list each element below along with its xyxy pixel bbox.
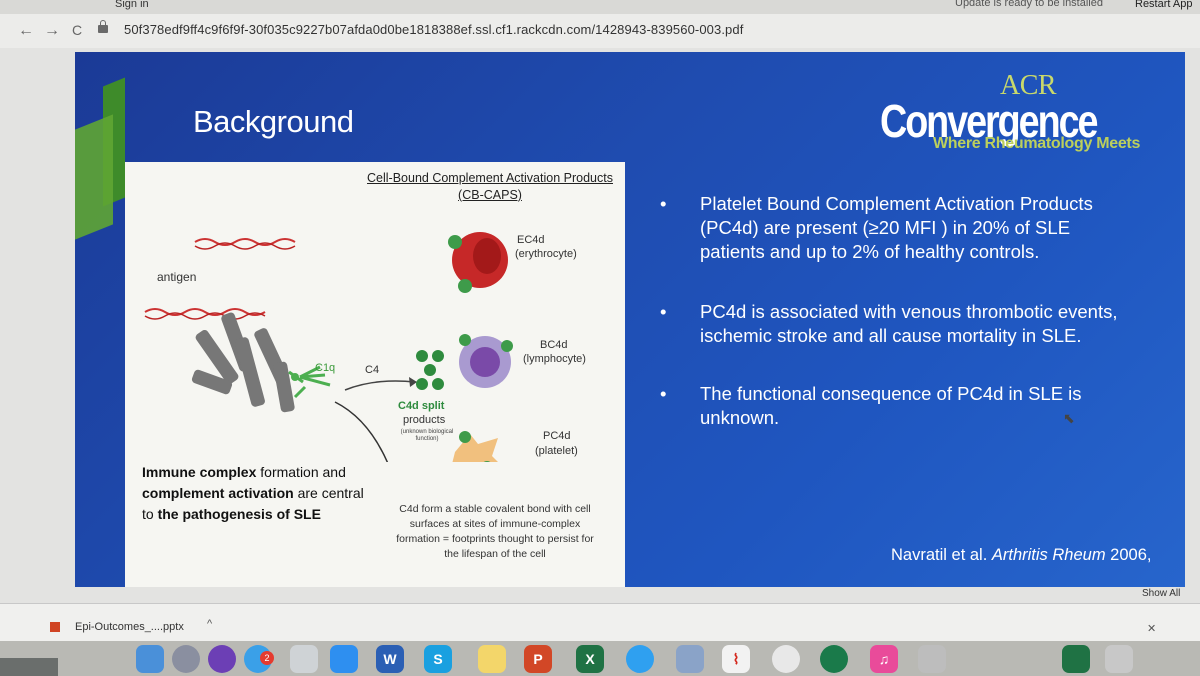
restart-app-button[interactable]: Restart App bbox=[1135, 0, 1193, 10]
bullet-text: The functional consequence of PC4d in SL… bbox=[700, 383, 1082, 428]
arrow-icon bbox=[334, 401, 389, 462]
download-options-chevron-icon[interactable]: ^ bbox=[207, 618, 213, 630]
preview-icon[interactable] bbox=[676, 645, 704, 673]
tab-strip: Sign in Update is ready to be installed … bbox=[0, 0, 1200, 14]
c4d-caption: C4d form a stable covalent bond with cel… bbox=[396, 503, 594, 560]
c4-label: C4 bbox=[365, 364, 380, 376]
finder-icon[interactable] bbox=[136, 645, 164, 673]
pc4d-sublabel: (platelet) bbox=[535, 445, 578, 457]
figure-title: Cell-Bound Complement Activation Product… bbox=[350, 170, 630, 204]
figure-title-line2: (CB-CAPS) bbox=[458, 188, 522, 202]
bullet-item: • The functional consequence of PC4d in … bbox=[660, 382, 1130, 430]
tab-title[interactable]: Sign in bbox=[115, 0, 149, 10]
bullet-item: • Platelet Bound Complement Activation P… bbox=[660, 192, 1130, 264]
messages-icon[interactable] bbox=[626, 645, 654, 673]
erythrocyte-icon bbox=[448, 232, 508, 293]
bc4d-sublabel: (lymphocyte) bbox=[523, 353, 586, 365]
c1q-label: C1q bbox=[315, 362, 336, 374]
mouse-cursor-icon: ⬉ bbox=[1063, 410, 1075, 426]
c1q-icon bbox=[291, 373, 299, 381]
show-all-button[interactable]: Show All bbox=[1142, 588, 1181, 599]
sketch-icon[interactable] bbox=[820, 645, 848, 673]
update-notice: Update is ready to be installed bbox=[955, 0, 1103, 9]
rocket-icon[interactable] bbox=[290, 645, 318, 673]
c1q-icon bbox=[288, 365, 331, 399]
pc4d-label: PC4d bbox=[543, 430, 571, 442]
close-download-bar-button[interactable]: ✕ bbox=[1147, 623, 1157, 635]
complement-diagram bbox=[144, 232, 513, 462]
bullet-marker: • bbox=[660, 193, 667, 214]
bullet-list: • Platelet Bound Complement Activation P… bbox=[660, 192, 1130, 450]
antibody-icon bbox=[191, 312, 295, 413]
antigen-strand-icon bbox=[194, 242, 296, 250]
bullet-marker: • bbox=[660, 383, 667, 404]
c4d-split-icon bbox=[416, 350, 444, 390]
figure-title-line1: Cell-Bound Complement Activation Product… bbox=[367, 171, 613, 185]
acrobat-icon[interactable]: ⌇ bbox=[722, 645, 750, 673]
notification-badge: 2 bbox=[260, 651, 274, 665]
antigen-strand-icon bbox=[144, 312, 266, 320]
unknown-function-note: (unknown biological function) bbox=[400, 429, 454, 442]
download-bar: Epi-Outcomes_....pptx ^ ✕ bbox=[0, 603, 1200, 642]
green-accent-shape bbox=[75, 114, 113, 240]
excel-icon-2[interactable] bbox=[1062, 645, 1090, 673]
trash-icon[interactable] bbox=[1105, 645, 1133, 673]
browser-toolbar: ← → C 50f378edf9ff4c9f6f9f-30f035c9227b0… bbox=[0, 14, 1200, 49]
desktop-edge bbox=[0, 658, 58, 676]
antigen-label: antigen bbox=[157, 270, 197, 284]
platelet-icon bbox=[452, 431, 498, 462]
itunes-icon[interactable]: ♫ bbox=[870, 645, 898, 673]
skype-icon[interactable]: S bbox=[424, 645, 452, 673]
reload-button[interactable]: C bbox=[72, 22, 83, 38]
dock: W S P X ⌇ ♫ bbox=[0, 641, 1200, 676]
ec4d-label: EC4d bbox=[517, 234, 545, 246]
back-button[interactable]: ← bbox=[18, 22, 34, 39]
logo-acr: ACR bbox=[1000, 70, 1057, 101]
citation: Navratil et al. Arthritis Rheum 2006, bbox=[891, 546, 1152, 564]
word-icon[interactable]: W bbox=[376, 645, 404, 673]
ec4d-sublabel: (erythrocyte) bbox=[515, 248, 577, 260]
lymphocyte-icon bbox=[459, 334, 513, 388]
cb-caps-figure: Cell-Bound Complement Activation Product… bbox=[125, 162, 625, 587]
antigen-strand-icon bbox=[144, 308, 266, 316]
bullet-marker: • bbox=[660, 301, 667, 322]
lock-icon bbox=[98, 20, 108, 33]
bullet-item: • PC4d is associated with venous thrombo… bbox=[660, 300, 1130, 348]
slide: Background ACR Convergence Where Rheumat… bbox=[75, 52, 1185, 587]
notes-icon[interactable] bbox=[478, 645, 506, 673]
download-item[interactable]: Epi-Outcomes_....pptx bbox=[75, 621, 184, 633]
pptx-file-icon bbox=[50, 622, 60, 632]
appstore-icon[interactable] bbox=[330, 645, 358, 673]
pathogenesis-statement: Immune complex formation and complement … bbox=[142, 464, 364, 522]
logo-convergence: Convergence bbox=[880, 95, 1098, 147]
bullet-text: Platelet Bound Complement Activation Pro… bbox=[700, 193, 1093, 262]
bc4d-label: BC4d bbox=[540, 339, 568, 351]
forward-button[interactable]: → bbox=[44, 22, 60, 39]
arrow-icon bbox=[409, 377, 417, 387]
products-label: products bbox=[403, 414, 446, 426]
chrome-icon[interactable] bbox=[772, 645, 800, 673]
photos-icon[interactable] bbox=[918, 645, 946, 673]
bullet-text: PC4d is associated with venous thromboti… bbox=[700, 301, 1118, 346]
excel-icon[interactable]: X bbox=[576, 645, 604, 673]
powerpoint-icon[interactable]: P bbox=[524, 645, 552, 673]
siri-icon[interactable] bbox=[208, 645, 236, 673]
slide-title: Background bbox=[193, 104, 354, 139]
address-bar[interactable]: 50f378edf9ff4c9f6f9f-30f035c9227b07afda0… bbox=[124, 22, 744, 37]
c4d-split-label: C4d split bbox=[398, 400, 445, 412]
arrow-icon bbox=[344, 380, 416, 391]
launchpad-icon[interactable] bbox=[172, 645, 200, 673]
antigen-strand-icon bbox=[194, 238, 296, 246]
logo-tagline: Where Rheumatology Meets bbox=[933, 135, 1141, 152]
